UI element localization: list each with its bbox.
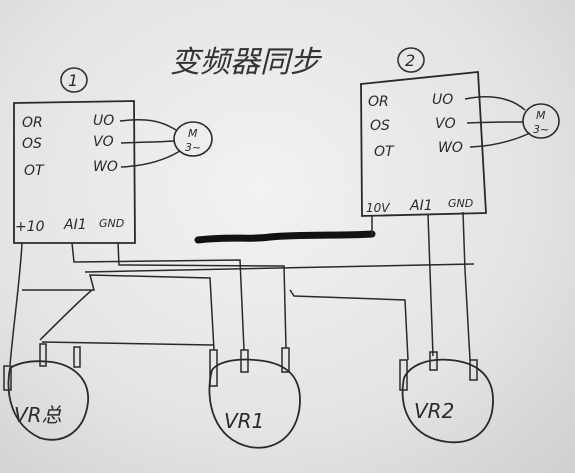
motor-2: M 3~ xyxy=(464,95,560,148)
drive-2-box xyxy=(360,71,487,217)
wire-d1-10v-down xyxy=(9,242,23,366)
wiring-lines xyxy=(9,211,475,366)
motor-1-label-phase: 3~ xyxy=(185,141,201,154)
drive-1-terminal-gnd: GND xyxy=(99,217,124,230)
motor-1-wire-u xyxy=(119,118,177,131)
drive-1-input-t: OT xyxy=(24,163,45,179)
wire-vrtotal-to-vr1 xyxy=(41,341,214,346)
drive-1-output-w: WO xyxy=(93,159,118,175)
pot-vr-1: VR1 xyxy=(208,347,301,449)
drive-2-number-circle xyxy=(397,47,425,73)
drive-2-output-w: WO xyxy=(438,140,463,156)
wire-d2-gnd-to-vr2 xyxy=(462,211,471,361)
motor-1-circle xyxy=(173,121,213,157)
pot-vr-total: VR总 xyxy=(3,343,89,441)
wire-d2-ai1-to-vr2 xyxy=(427,213,434,357)
drive-1-box xyxy=(13,100,136,244)
drive-2-terminal-gnd: GND xyxy=(448,197,473,210)
drive-2: 2 OR OS OT UO VO WO 10V AI1 GND xyxy=(360,47,487,217)
motor-2-label-m: M xyxy=(536,109,546,122)
pot-vr-2-pin-1 xyxy=(399,359,408,391)
drive-1: 1 OR OS OT UO VO WO +10 AI1 GND xyxy=(13,67,136,244)
drive-1-terminal-10v: +10 xyxy=(15,219,45,235)
motor-1-wire-w xyxy=(120,150,181,168)
pot-vr-2: VR2 xyxy=(399,351,494,444)
drive-2-input-s: OS xyxy=(370,118,390,134)
drive-2-terminal-10v: 10V xyxy=(366,201,390,215)
wire-bus-upper xyxy=(84,263,475,273)
drive-1-output-u: UO xyxy=(93,113,114,129)
pot-vr-1-label: VR1 xyxy=(224,409,264,433)
drive-2-terminal-ai1: AI1 xyxy=(409,198,433,214)
wire-vr2-to-bus xyxy=(289,289,409,361)
wire-d1-gnd-to-vr1 xyxy=(117,242,287,349)
marker-link-stroke xyxy=(194,230,376,244)
motor-2-label-phase: 3~ xyxy=(533,123,549,136)
pot-vr-total-pin-2 xyxy=(39,343,47,367)
pot-vr-2-body xyxy=(401,358,494,444)
drive-1-output-v: VO xyxy=(93,134,114,150)
wire-vrtotal-link xyxy=(39,289,93,341)
drive-2-output-u: UO xyxy=(432,92,453,108)
drive-1-terminal-ai1: AI1 xyxy=(63,217,87,233)
pot-vr-total-pin-1 xyxy=(3,365,12,391)
pot-vr-2-pin-2 xyxy=(429,351,438,371)
pot-vr-total-pin-3 xyxy=(73,346,81,368)
motor-1-label-m: M xyxy=(188,127,198,140)
pot-vr-2-pin-3 xyxy=(469,359,478,381)
drive-2-input-r: OR xyxy=(368,94,389,110)
drive-1-number: 1 xyxy=(68,71,78,90)
drive-2-input-t: OT xyxy=(374,144,395,160)
drive-1-input-s: OS xyxy=(22,136,42,152)
drive-2-output-v: VO xyxy=(435,116,456,132)
motor-1-wire-v xyxy=(120,140,175,144)
motor-2-wire-v xyxy=(466,121,524,124)
pot-vr-1-pin-2 xyxy=(240,349,249,373)
motor-1: M 3~ xyxy=(119,118,213,168)
motor-2-wire-w xyxy=(469,132,531,148)
drive-1-number-circle xyxy=(60,67,88,93)
motor-2-circle xyxy=(522,103,560,139)
pot-vr-1-pin-3 xyxy=(281,347,290,373)
pot-vr-1-body xyxy=(208,358,301,449)
pot-vr-2-label: VR2 xyxy=(414,399,454,423)
wire-d1-ai1-to-vr1 xyxy=(71,242,245,351)
wire-d1-10v-to-vr1 xyxy=(22,274,215,351)
motor-2-wire-u xyxy=(464,95,526,111)
pot-vr-1-pin-1 xyxy=(209,349,218,387)
drive-2-number: 2 xyxy=(405,51,415,70)
pot-vr-total-body xyxy=(7,360,89,441)
drive-1-input-r: OR xyxy=(22,115,43,131)
pot-vr-total-label: VR总 xyxy=(14,403,62,427)
diagram-title: 变频器同步 xyxy=(170,45,323,80)
